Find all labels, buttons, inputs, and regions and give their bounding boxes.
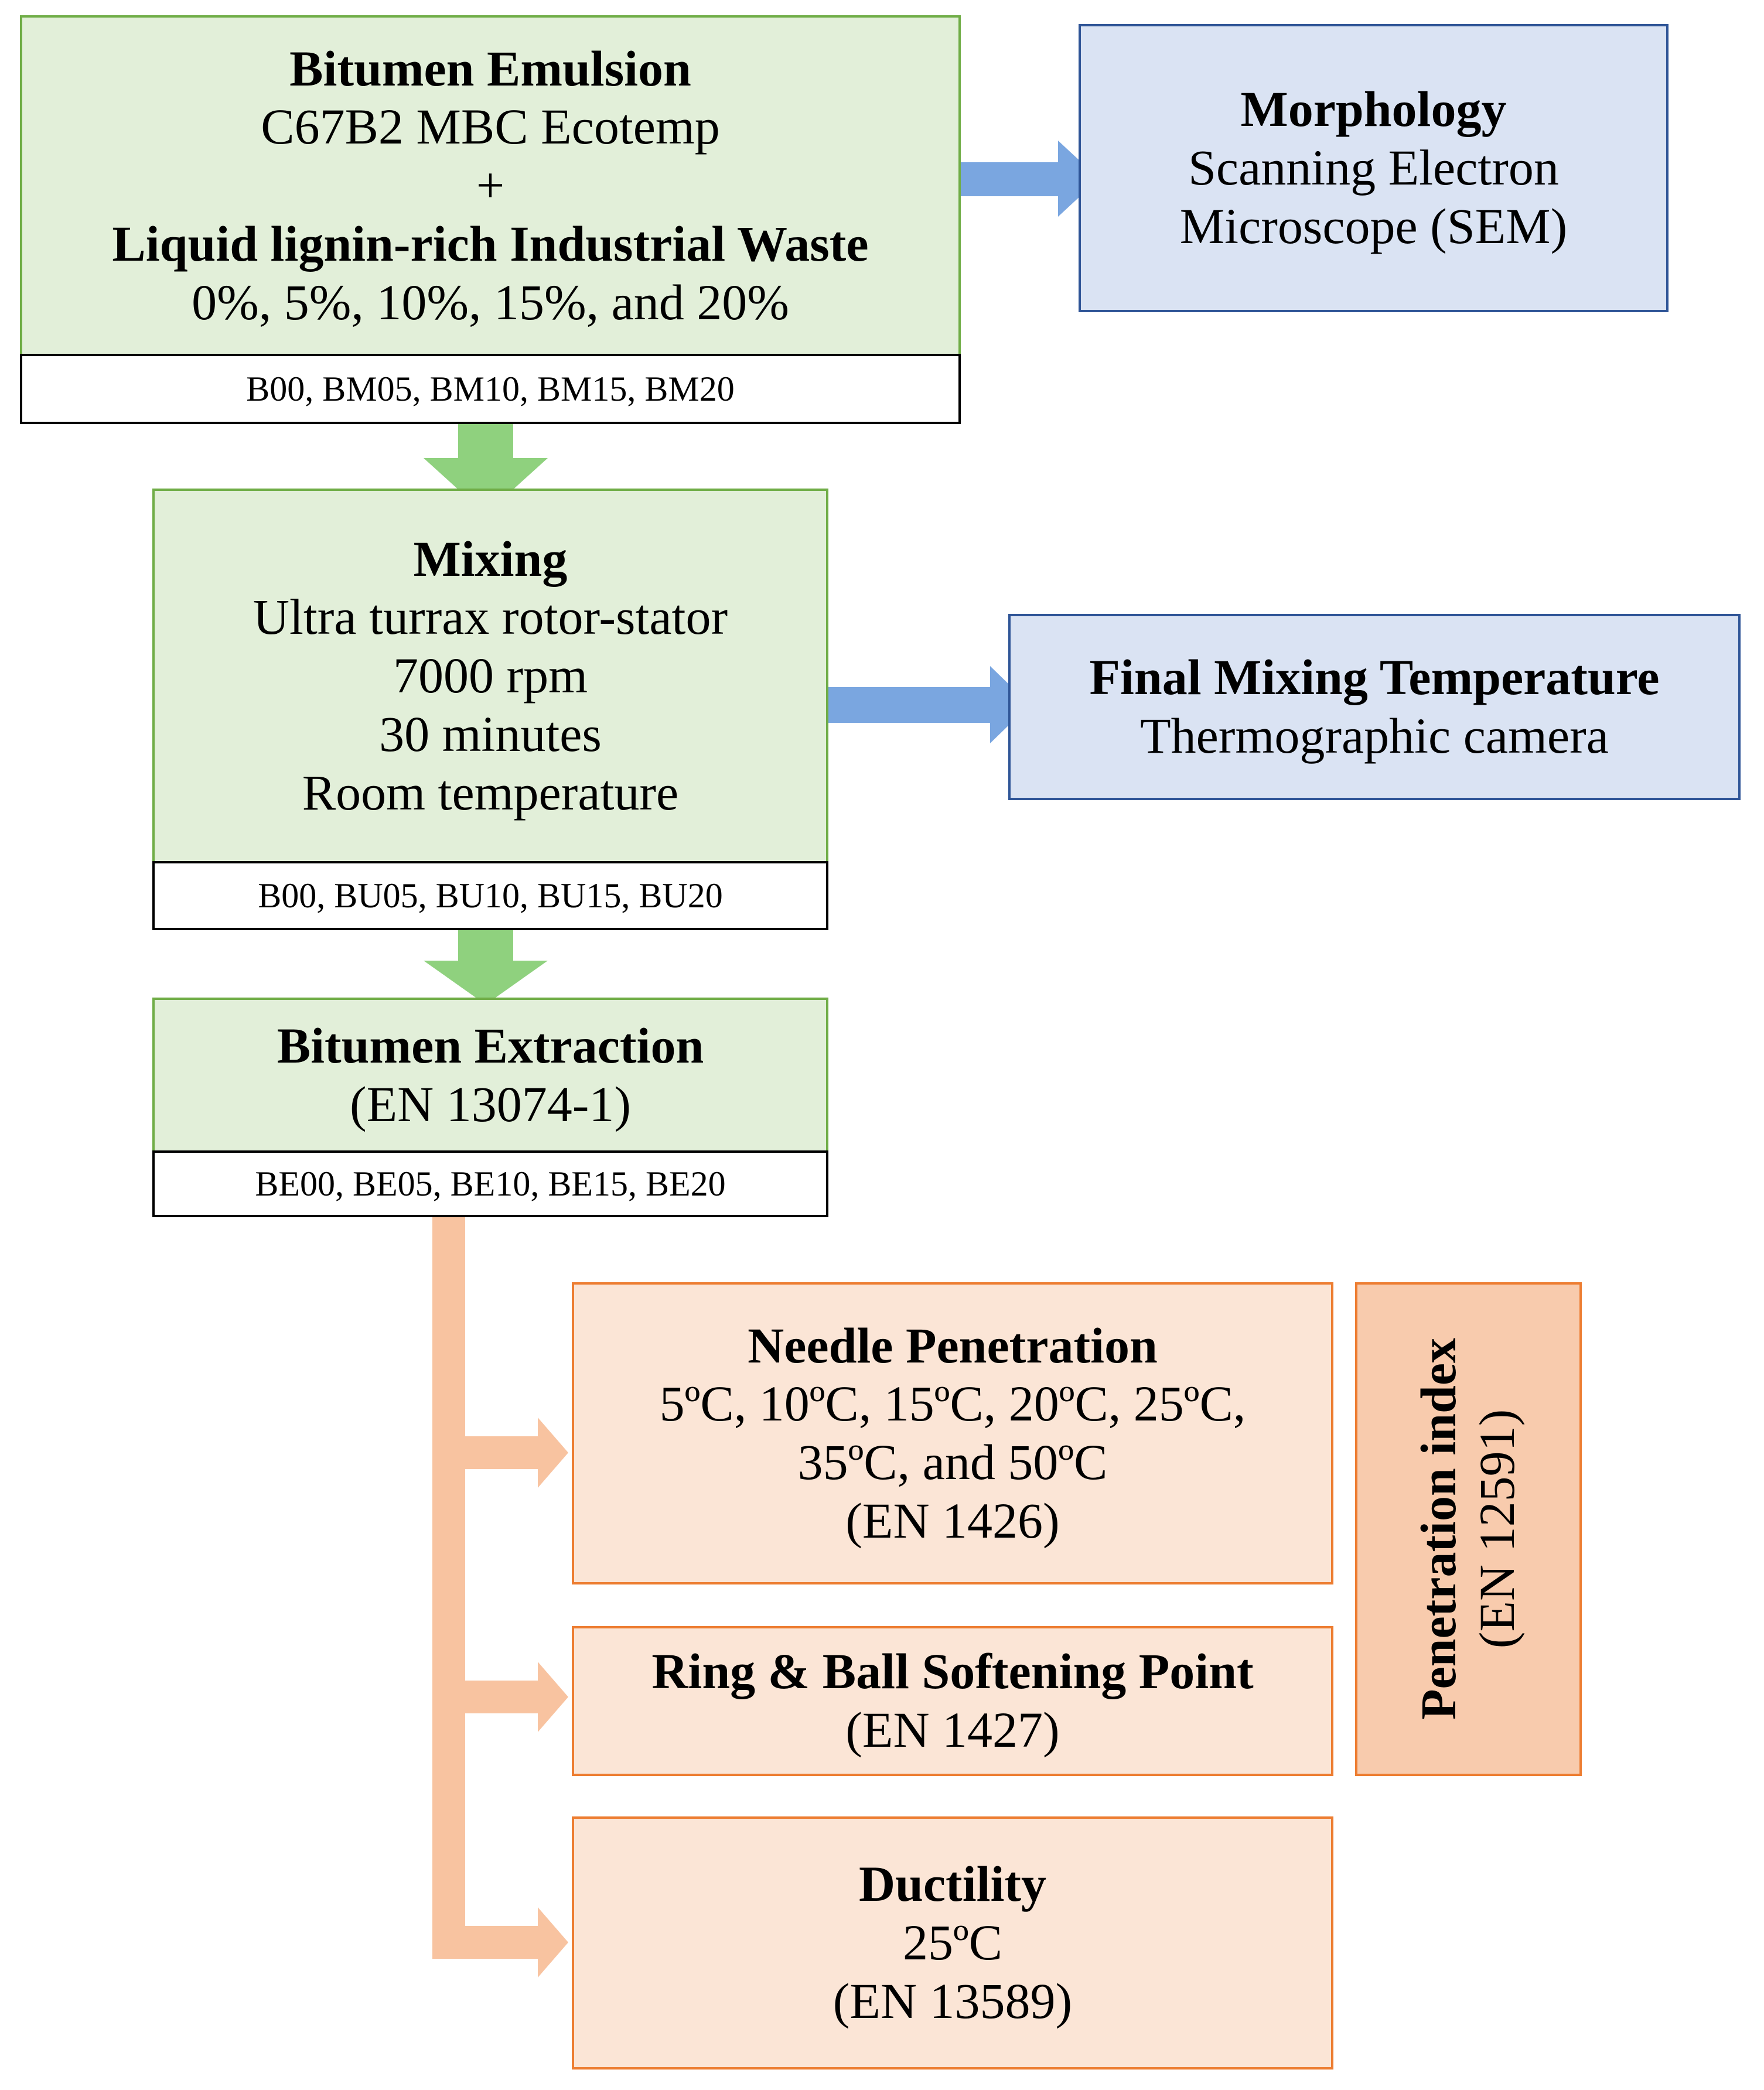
bitumen-extraction-box: Bitumen Extraction (EN 13074-1) — [152, 998, 828, 1153]
extraction-standard: (EN 13074-1) — [349, 1075, 632, 1132]
morphology-box: Morphology Scanning Electron Microscope … — [1079, 24, 1669, 312]
mixing-time: 30 minutes — [379, 705, 602, 762]
softening-point-box: Ring & Ball Softening Point (EN 1427) — [572, 1626, 1333, 1776]
bitumen-emulsion-box: Bitumen Emulsion C67B2 MBC Ecotemp + Liq… — [20, 15, 961, 356]
arrow-mixing-to-extraction — [424, 929, 548, 1005]
mixing-equipment: Ultra turrax rotor-stator — [253, 589, 728, 646]
extraction-sample-codes: BE00, BE05, BE10, BE15, BE20 — [152, 1150, 828, 1217]
penetration-index-title: Penetration index — [1410, 1337, 1467, 1720]
final-temp-method: Thermographic camera — [1140, 708, 1609, 764]
final-mixing-temperature-box: Final Mixing Temperature Thermographic c… — [1008, 614, 1741, 800]
emulsion-product: C67B2 MBC Ecotemp — [261, 98, 720, 155]
softening-standard: (EN 1427) — [845, 1702, 1060, 1758]
mixing-title: Mixing — [413, 530, 568, 587]
arrow-emulsion-to-mixing — [424, 424, 548, 514]
softening-title: Ring & Ball Softening Point — [651, 1643, 1254, 1700]
ductility-temp: 25ºC — [902, 1914, 1003, 1971]
penetration-title: Needle Penetration — [748, 1317, 1158, 1374]
final-temp-title: Final Mixing Temperature — [1089, 649, 1660, 706]
morphology-title: Morphology — [1240, 81, 1507, 138]
penetration-standard: (EN 1426) — [845, 1492, 1060, 1549]
needle-penetration-box: Needle Penetration 5ºC, 10ºC, 15ºC, 20ºC… — [572, 1282, 1333, 1584]
ductility-box: Ductility 25ºC (EN 13589) — [572, 1816, 1333, 2069]
morphology-line2: Microscope (SEM) — [1179, 197, 1568, 254]
arrow-emulsion-to-morphology — [958, 141, 1099, 217]
penetration-temps-line1: 5ºC, 10ºC, 15ºC, 20ºC, 25ºC, — [659, 1375, 1246, 1432]
emulsion-sample-codes: B00, BM05, BM10, BM15, BM20 — [20, 354, 961, 424]
arrow-extraction-to-tests — [432, 1216, 568, 1978]
emulsion-additive: Liquid lignin-rich Industrial Waste — [112, 215, 869, 272]
penetration-temps-line2: 35ºC, and 50ºC — [797, 1434, 1108, 1490]
ductility-standard: (EN 13589) — [832, 1972, 1073, 2029]
ductility-title: Ductility — [858, 1856, 1047, 1913]
mixing-sample-codes: B00, BU05, BU10, BU15, BU20 — [152, 861, 828, 930]
penetration-index-box — [1355, 1282, 1582, 1776]
emulsion-title: Bitumen Emulsion — [289, 40, 691, 97]
arrow-mixing-to-final-temp — [827, 666, 1030, 743]
emulsion-dosages: 0%, 5%, 10%, 15%, and 20% — [192, 274, 789, 330]
penetration-index-standard: (EN 12591) — [1469, 1409, 1525, 1649]
emulsion-plus: + — [476, 157, 505, 214]
extraction-title: Bitumen Extraction — [277, 1017, 704, 1074]
mixing-temperature: Room temperature — [302, 764, 679, 821]
mixing-box: Mixing Ultra turrax rotor-stator 7000 rp… — [152, 489, 828, 863]
penetration-index-label: Penetration index (EN 12591) — [1216, 1338, 1720, 1720]
mixing-speed: 7000 rpm — [393, 647, 588, 704]
morphology-line1: Scanning Electron — [1188, 139, 1559, 196]
